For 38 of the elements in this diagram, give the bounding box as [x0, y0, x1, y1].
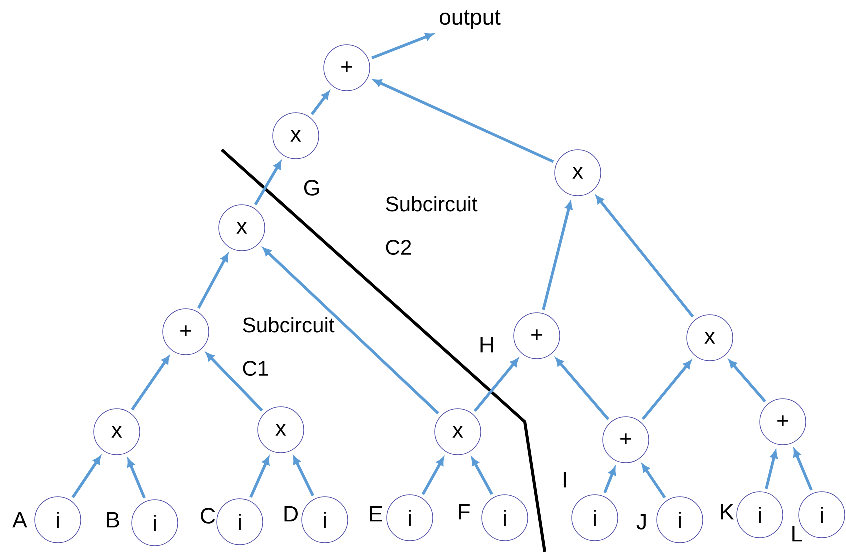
arrow [311, 91, 330, 116]
arrow [596, 196, 694, 318]
node-letter: K [721, 504, 734, 520]
node-letter: B [107, 512, 120, 528]
arrow [642, 464, 666, 499]
arrow [254, 161, 282, 206]
node-letter: J [636, 514, 646, 530]
arrow [250, 456, 270, 498]
arrow [474, 358, 519, 412]
output-label: output [440, 10, 501, 30]
arrow [422, 458, 444, 496]
subcircuit-label: Subcircuit C1 [243, 317, 335, 376]
node-letter: H [480, 337, 494, 353]
arrow [604, 467, 616, 494]
arrow [765, 450, 778, 490]
node-letter: C [201, 508, 216, 524]
arrow [472, 458, 494, 496]
arrow [374, 80, 554, 164]
arrow [72, 456, 102, 498]
arrow [127, 459, 146, 499]
node-letter: E [370, 506, 382, 522]
arrow [794, 449, 813, 491]
node-letter: I [564, 472, 566, 488]
arrow [206, 352, 264, 412]
arrow [263, 248, 440, 415]
node-letter: A [12, 512, 28, 528]
arrow [198, 254, 229, 310]
arrow [372, 33, 434, 60]
arrow [556, 358, 610, 420]
arrow [729, 360, 766, 403]
node-letter: F [459, 504, 470, 520]
node-letter: G [304, 180, 319, 196]
arrow [642, 360, 692, 420]
arrow [293, 456, 314, 496]
node-letter: D [284, 506, 298, 522]
subcircuit-label: Subcircuit C2 [386, 196, 478, 256]
arrow [542, 202, 573, 310]
arrow [131, 356, 170, 411]
